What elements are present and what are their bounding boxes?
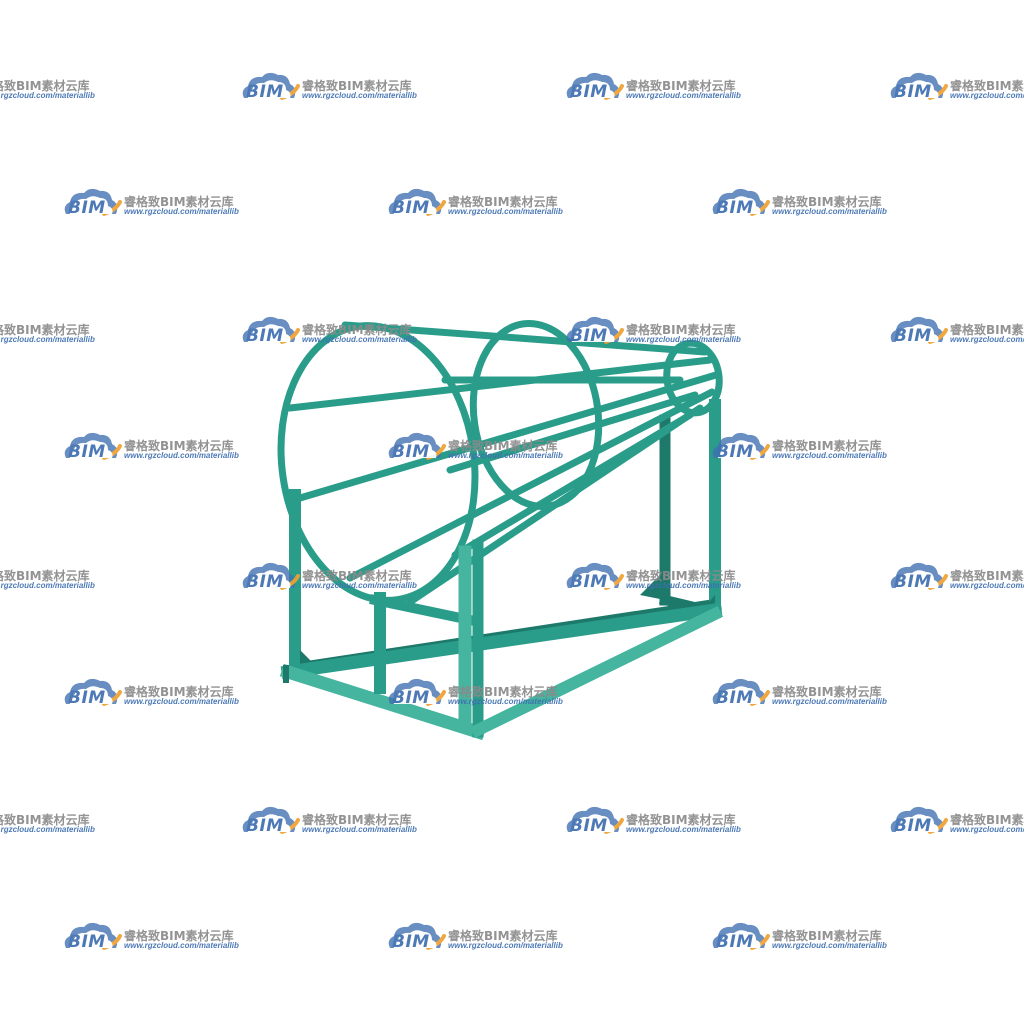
rebar-cage-longitudinal-bars [286,321,720,606]
rebar-cage-hoops [277,319,723,604]
support-frame-front [279,539,724,741]
